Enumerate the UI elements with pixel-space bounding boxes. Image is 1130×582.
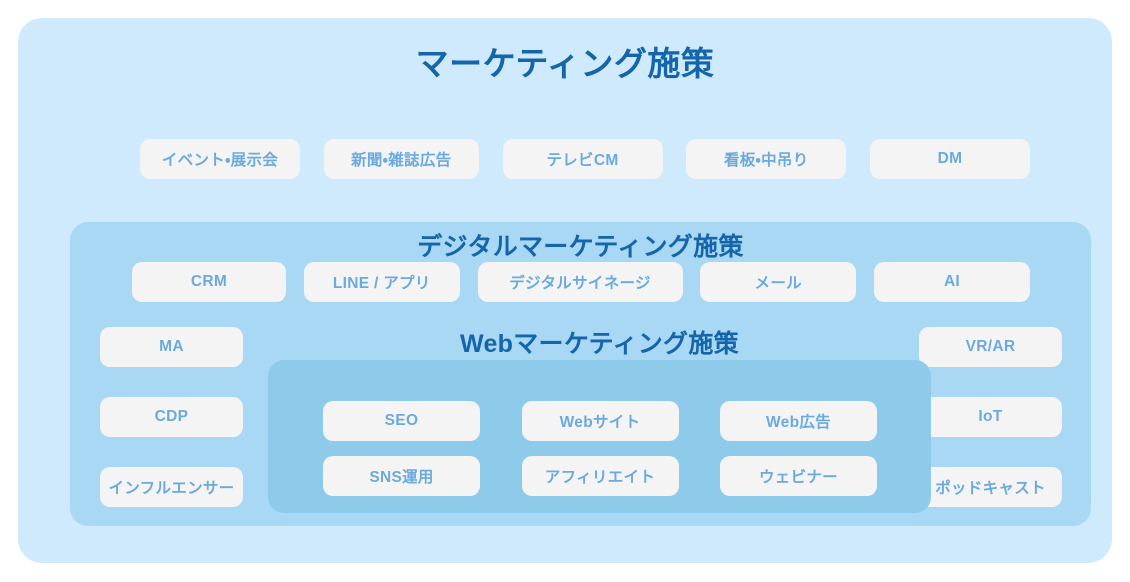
chip-digital-signage[interactable]: デジタルサイネージ (477, 262, 683, 302)
chip-ai[interactable]: AI (874, 262, 1030, 302)
chip-label: VR/AR (965, 338, 1016, 355)
chip-sns-management[interactable]: SNS運用 (323, 456, 480, 496)
chip-mail[interactable]: メール (700, 262, 857, 302)
chip-label: イベント・展示会 (161, 152, 279, 169)
chip-website[interactable]: Webサイト (521, 401, 679, 441)
chip-label: MA (159, 338, 184, 355)
marketing-measures-panel: マーケティング施策 イベント・展示会 新聞・雑誌広告 テレビCM 看板・中吊り … (18, 18, 1112, 563)
digital-chip-row: CRM LINE / アプリ デジタルサイネージ メール AI (132, 262, 1030, 302)
chip-event-exhibition[interactable]: イベント・展示会 (140, 139, 300, 179)
chip-label: Webサイト (559, 414, 641, 431)
chip-label: AI (943, 273, 961, 290)
digital-marketing-title: デジタルマーケティング施策 (417, 233, 744, 261)
chip-label: テレビCM (546, 152, 619, 169)
chip-label: IoT (978, 408, 1003, 425)
chip-label: メール (754, 275, 802, 292)
chip-signboard-hanging-ad[interactable]: 看板・中吊り (686, 139, 847, 179)
web-marketing-panel: Webマーケティング施策 SEO Webサイト Web広告 SNS運用 (268, 330, 931, 513)
chip-label: デジタルサイネージ (509, 275, 651, 292)
digital-right-column: VR/AR IoT ポッドキャスト (919, 327, 1062, 507)
web-chip-grid: SEO Webサイト Web広告 SNS運用 アフィリエイト (323, 401, 877, 496)
chip-label: インフルエンサー (108, 480, 235, 497)
chip-label: SEO (384, 412, 419, 429)
web-chip-row: SNS運用 アフィリエイト ウェビナー (323, 456, 877, 496)
chip-label: Web広告 (766, 414, 831, 431)
chip-label: ウェビナー (758, 469, 838, 486)
chip-cdp[interactable]: CDP (100, 397, 243, 437)
chip-crm[interactable]: CRM (132, 262, 286, 302)
chip-label: CDP (154, 408, 189, 425)
chip-label: 新聞・雑誌広告 (351, 152, 452, 169)
web-chip-row: SEO Webサイト Web広告 (323, 401, 877, 441)
chip-iot[interactable]: IoT (919, 397, 1062, 437)
chip-line-app[interactable]: LINE / アプリ (303, 262, 460, 302)
chip-affiliate[interactable]: アフィリエイト (521, 456, 679, 496)
chip-label: ポッドキャスト (935, 480, 1046, 497)
page-title: マーケティング施策 (415, 45, 715, 82)
chip-influencer[interactable]: インフルエンサー (100, 467, 243, 507)
chip-podcast[interactable]: ポッドキャスト (919, 467, 1062, 507)
digital-left-column: MA CDP インフルエンサー (100, 327, 243, 507)
chip-tv-cm[interactable]: テレビCM (502, 139, 663, 179)
chip-ma[interactable]: MA (100, 327, 243, 367)
mass-media-chip-row: イベント・展示会 新聞・雑誌広告 テレビCM 看板・中吊り DM (140, 139, 1030, 179)
web-marketing-title: Webマーケティング施策 (460, 330, 739, 358)
chip-label: 看板・中吊り (723, 152, 809, 169)
chip-label: LINE / アプリ (332, 275, 431, 292)
chip-label: アフィリエイト (544, 469, 656, 486)
chip-seo[interactable]: SEO (323, 401, 480, 441)
chip-label: DM (937, 150, 963, 167)
chip-label: CRM (190, 273, 228, 290)
chip-webinar[interactable]: ウェビナー (720, 456, 877, 496)
chip-dm[interactable]: DM (870, 139, 1030, 179)
chip-newspaper-magazine-ad[interactable]: 新聞・雑誌広告 (323, 139, 479, 179)
digital-marketing-panel: デジタルマーケティング施策 CRM LINE / アプリ デジタルサイネージ メ… (70, 222, 1091, 526)
chip-label: SNS運用 (369, 469, 434, 486)
chip-vr-ar[interactable]: VR/AR (919, 327, 1062, 367)
chip-web-ad[interactable]: Web広告 (720, 401, 877, 441)
